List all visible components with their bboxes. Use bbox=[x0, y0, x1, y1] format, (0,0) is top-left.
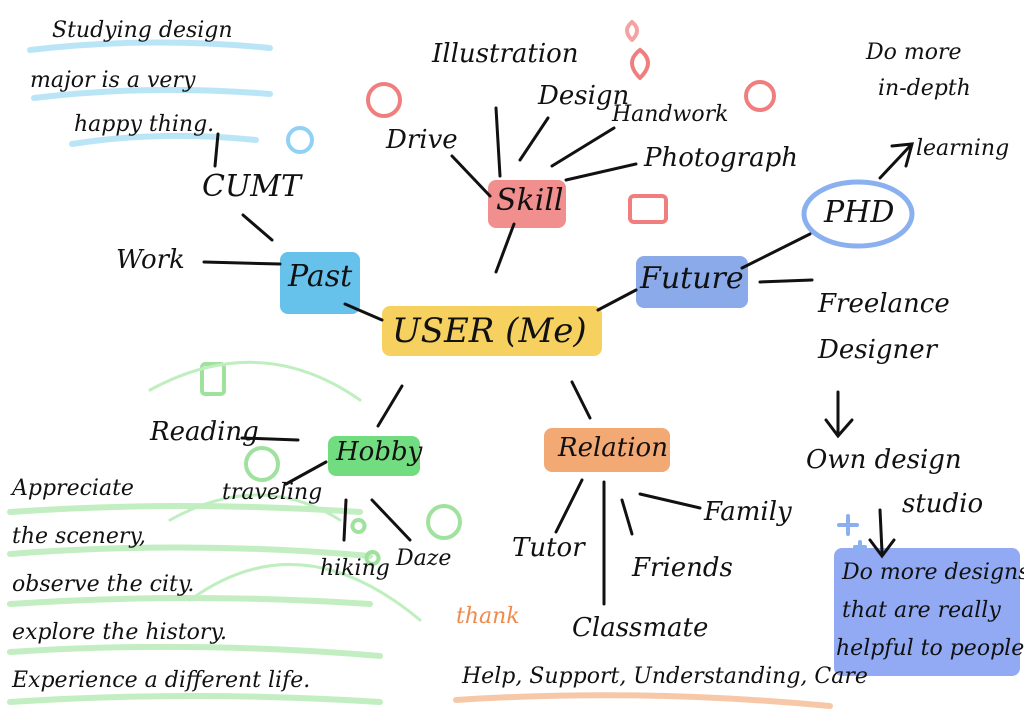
skill-highlight bbox=[488, 180, 566, 228]
line-center-hobby bbox=[376, 384, 404, 428]
line-past-work bbox=[202, 260, 282, 266]
line-skill-handwork bbox=[550, 126, 616, 168]
line-skill-illus bbox=[494, 106, 502, 178]
line-center-skill bbox=[494, 222, 516, 274]
smile-icon bbox=[286, 126, 314, 154]
hobby-item-hiking: hiking bbox=[320, 556, 390, 581]
hobby-note-line-5: Experience a different life. bbox=[12, 668, 311, 693]
sparkle-icon bbox=[837, 514, 867, 554]
line-relation-tutor bbox=[554, 478, 584, 534]
studio-note-line-1: Do more designs bbox=[842, 560, 1024, 585]
studio-note-line-2: that are really bbox=[842, 598, 1001, 623]
line-center-past bbox=[343, 302, 384, 322]
center-node: USER (Me) bbox=[392, 311, 587, 351]
line-relation-friends bbox=[620, 498, 634, 536]
line-past-cumt bbox=[241, 213, 274, 242]
line-phd-learning bbox=[878, 144, 912, 180]
skill-item-design: Design bbox=[538, 81, 630, 111]
arrowhead-note bbox=[868, 538, 896, 559]
hobby-node: Hobby bbox=[336, 437, 423, 467]
line-relation-family bbox=[638, 492, 702, 510]
phd-note-line-2: in-depth bbox=[878, 76, 971, 101]
bubbles-icon bbox=[350, 518, 381, 566]
hobby-note-underlines bbox=[7, 503, 383, 705]
freelance-line-1: Freelance bbox=[818, 289, 950, 319]
studio-note-line-3: helpful to people bbox=[836, 636, 1024, 661]
hobby-highlight bbox=[328, 436, 420, 476]
thanks-line: Help, Support, Understanding, Care bbox=[462, 664, 868, 689]
book-icon bbox=[200, 362, 226, 396]
skill-item-illustration: Illustration bbox=[432, 39, 579, 69]
future-highlight bbox=[636, 256, 748, 308]
line-cumt-note bbox=[213, 132, 220, 168]
camera-icon bbox=[628, 194, 668, 224]
phd-label: PHD bbox=[824, 195, 895, 230]
thank-label: thank bbox=[456, 604, 520, 629]
heart-icon bbox=[630, 47, 650, 80]
studio-line-1: Own design bbox=[806, 445, 962, 475]
line-future-phd bbox=[740, 232, 812, 270]
skill-item-handwork: Handwork bbox=[612, 102, 729, 127]
balloon-icon bbox=[366, 82, 402, 118]
phd-note-line-1: Do more bbox=[866, 40, 962, 65]
studio-note-highlight bbox=[834, 548, 1020, 676]
heart-icon-2 bbox=[625, 19, 639, 42]
hobby-note-line-1: Appreciate bbox=[12, 476, 134, 501]
studio-line-2: studio bbox=[902, 489, 984, 519]
freelance-line-2: Designer bbox=[818, 335, 938, 365]
past-note-line-3: happy thing. bbox=[74, 112, 215, 137]
line-skill-design bbox=[518, 116, 550, 162]
skill-node: Skill bbox=[496, 183, 564, 218]
green-strokes bbox=[148, 360, 422, 622]
line-skill-drive bbox=[450, 154, 492, 198]
relation-item-friends: Friends bbox=[632, 553, 733, 583]
line-skill-photo bbox=[564, 162, 638, 182]
line-hobby-reading bbox=[240, 436, 300, 442]
future-node: Future bbox=[640, 261, 744, 296]
line-studio-note bbox=[878, 508, 884, 554]
relation-item-classmate: Classmate bbox=[572, 613, 709, 643]
phd-note-line-3: learning bbox=[916, 136, 1010, 161]
hobby-note-line-4: explore the history. bbox=[12, 620, 227, 645]
line-center-future bbox=[596, 288, 638, 312]
past-note-line-2: major is a very bbox=[30, 68, 196, 93]
line-hobby-daze bbox=[370, 498, 412, 542]
line-center-relation bbox=[570, 380, 592, 420]
skill-item-photograph: Photograph bbox=[644, 143, 798, 173]
line-future-freelance bbox=[758, 278, 814, 284]
bag-icon bbox=[744, 80, 776, 112]
line-hobby-hiking bbox=[342, 498, 348, 542]
past-note-line-1: Studying design bbox=[52, 18, 233, 43]
hobby-note-line-3: observe the city. bbox=[12, 572, 195, 597]
hobby-item-daze: Daze bbox=[396, 546, 452, 571]
hobby-note-line-2: the scenery, bbox=[12, 524, 146, 549]
relation-item-tutor: Tutor bbox=[512, 533, 585, 563]
camera-doodle-icon bbox=[244, 446, 280, 482]
relation-item-family: Family bbox=[704, 497, 792, 527]
relation-highlight bbox=[544, 428, 670, 472]
skill-item-drive: Drive bbox=[386, 125, 458, 155]
relation-node: Relation bbox=[558, 433, 668, 463]
arrowhead-phd bbox=[890, 142, 915, 168]
cumt-label: CUMT bbox=[202, 169, 301, 204]
decorative-doodles bbox=[148, 19, 867, 622]
hobby-item-reading: Reading bbox=[150, 417, 259, 447]
work-label: Work bbox=[116, 245, 185, 275]
line-hobby-traveling bbox=[284, 460, 328, 486]
face-icon bbox=[426, 504, 462, 540]
center-highlight bbox=[382, 306, 602, 356]
past-note-underline bbox=[27, 39, 273, 147]
thanks-underline bbox=[453, 692, 833, 709]
hobby-item-traveling: traveling bbox=[222, 480, 323, 505]
arrowhead-studio bbox=[824, 418, 854, 439]
past-node: Past bbox=[288, 259, 353, 294]
phd-circle bbox=[801, 179, 915, 249]
